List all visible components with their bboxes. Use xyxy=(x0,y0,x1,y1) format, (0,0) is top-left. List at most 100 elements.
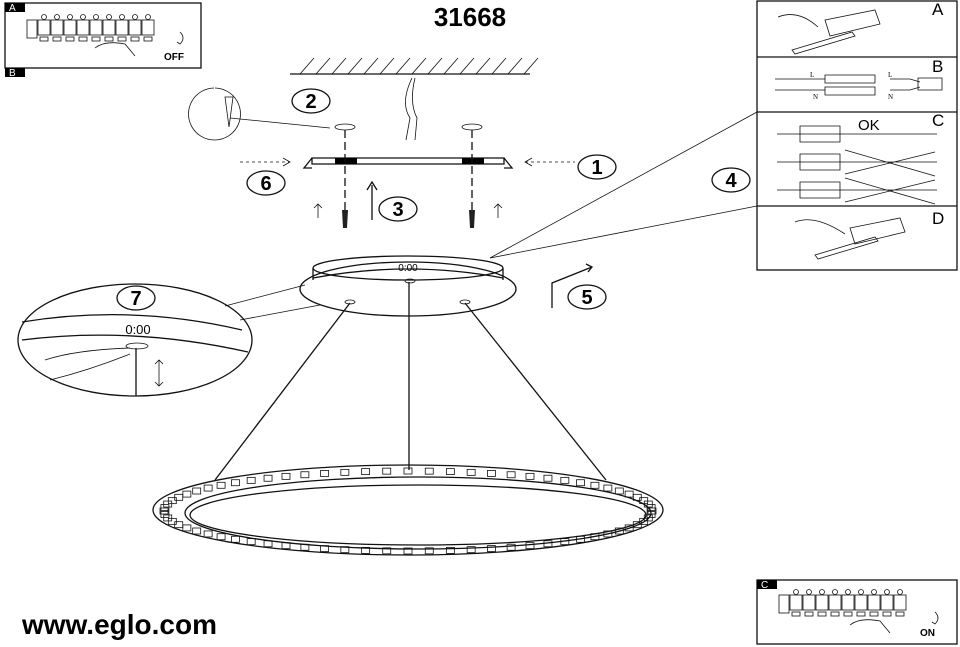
crystal xyxy=(614,487,624,495)
crystal xyxy=(614,527,624,535)
breaker xyxy=(115,19,129,36)
breaker xyxy=(789,594,803,611)
svg-text:L: L xyxy=(810,71,814,79)
panel-tag-c: C xyxy=(761,580,768,591)
crystal xyxy=(560,538,570,546)
panel-letter-a: A xyxy=(932,0,944,19)
svg-text:L: L xyxy=(888,71,892,79)
crystal xyxy=(466,468,476,476)
breaker xyxy=(802,594,816,611)
crystal xyxy=(281,542,291,550)
breaker xyxy=(815,594,829,611)
crystal xyxy=(320,545,329,552)
crystal xyxy=(424,547,434,555)
breaker xyxy=(102,19,116,36)
crystal xyxy=(576,535,585,543)
step-number: 5 xyxy=(581,287,592,309)
terminal-screw xyxy=(845,589,851,595)
terminal-screw xyxy=(819,589,825,595)
terminal-screw xyxy=(132,14,138,20)
mains-cable xyxy=(405,77,418,141)
switch-on-panel: C ON xyxy=(756,579,958,645)
hatch-line xyxy=(491,57,507,75)
panel-tag-a: A xyxy=(9,3,16,14)
crystal xyxy=(590,481,600,489)
hatch-line xyxy=(299,57,315,75)
crystal xyxy=(647,507,657,515)
terminal-screw xyxy=(93,14,99,20)
crystal xyxy=(163,514,173,522)
wall-plug-icon xyxy=(224,96,234,128)
terminal-screw xyxy=(884,589,890,595)
hatch-line xyxy=(427,57,443,75)
crystal xyxy=(246,538,256,546)
crystal xyxy=(300,543,310,551)
crystal xyxy=(300,471,310,479)
crystal xyxy=(576,479,585,487)
crystal xyxy=(643,500,653,508)
zoom-label: 0:00 xyxy=(125,322,150,337)
wire-wrong-icon xyxy=(777,177,937,205)
step-number: 7 xyxy=(130,288,141,310)
terminal-screw xyxy=(54,14,60,20)
svg-text:N: N xyxy=(888,93,893,101)
crystal xyxy=(382,467,392,475)
ceiling xyxy=(290,57,539,141)
crystal xyxy=(216,533,226,541)
crystal xyxy=(403,467,413,475)
ceiling-hole xyxy=(461,123,483,131)
crystal xyxy=(424,467,434,475)
step-4-marker: 4 xyxy=(711,167,751,193)
hand-icon xyxy=(44,347,131,381)
terminal-screw xyxy=(858,589,864,595)
hatch-line xyxy=(379,57,395,75)
breaker xyxy=(37,19,51,36)
ok-label: OK xyxy=(858,117,880,134)
crystal xyxy=(160,511,170,518)
step-number: 3 xyxy=(392,199,403,221)
hatch-line xyxy=(315,57,331,75)
zoom-detail-7: 0:00 xyxy=(17,283,321,397)
breaker xyxy=(893,594,907,611)
hatch-line xyxy=(443,57,459,75)
panel-letter-d: D xyxy=(932,209,944,228)
breaker xyxy=(880,594,894,611)
ceiling-hole xyxy=(334,123,356,131)
up-down-arrow-icon xyxy=(154,359,164,387)
rotate-arrow-icon xyxy=(931,611,939,625)
hatch-line xyxy=(459,57,475,75)
terminal-screw xyxy=(41,14,47,20)
crystal xyxy=(525,472,535,480)
crystal xyxy=(466,546,476,554)
model-number: 31668 xyxy=(434,2,506,32)
crystal xyxy=(506,471,516,479)
breaker xyxy=(50,19,64,36)
svg-text:N: N xyxy=(813,93,818,101)
crystal xyxy=(167,517,177,525)
crystal xyxy=(487,470,496,477)
breaker-strip-icon xyxy=(789,589,907,617)
breaker xyxy=(867,594,881,611)
breaker xyxy=(89,19,103,36)
crystal xyxy=(340,546,350,554)
canopy: 0:00 xyxy=(299,255,517,317)
terminal-screw xyxy=(871,589,877,595)
crystal xyxy=(231,535,240,543)
step-2-marker: 2 xyxy=(291,88,331,114)
crystal xyxy=(525,542,535,550)
hatch-line xyxy=(331,57,347,75)
hatch-line xyxy=(395,57,411,75)
crystal xyxy=(646,511,656,518)
step-6-marker: 6 xyxy=(246,170,286,196)
terminal-open-icon xyxy=(777,9,881,55)
hatch-line xyxy=(347,57,363,75)
terminal-block-icon xyxy=(775,74,943,96)
crystal xyxy=(603,530,613,538)
crystal xyxy=(646,504,656,511)
terminal-screw xyxy=(80,14,86,20)
step-number: 4 xyxy=(725,170,737,192)
crystal xyxy=(160,504,170,511)
website-url: www.eglo.com xyxy=(21,609,217,640)
crystal xyxy=(192,487,202,495)
crystal xyxy=(361,468,371,476)
